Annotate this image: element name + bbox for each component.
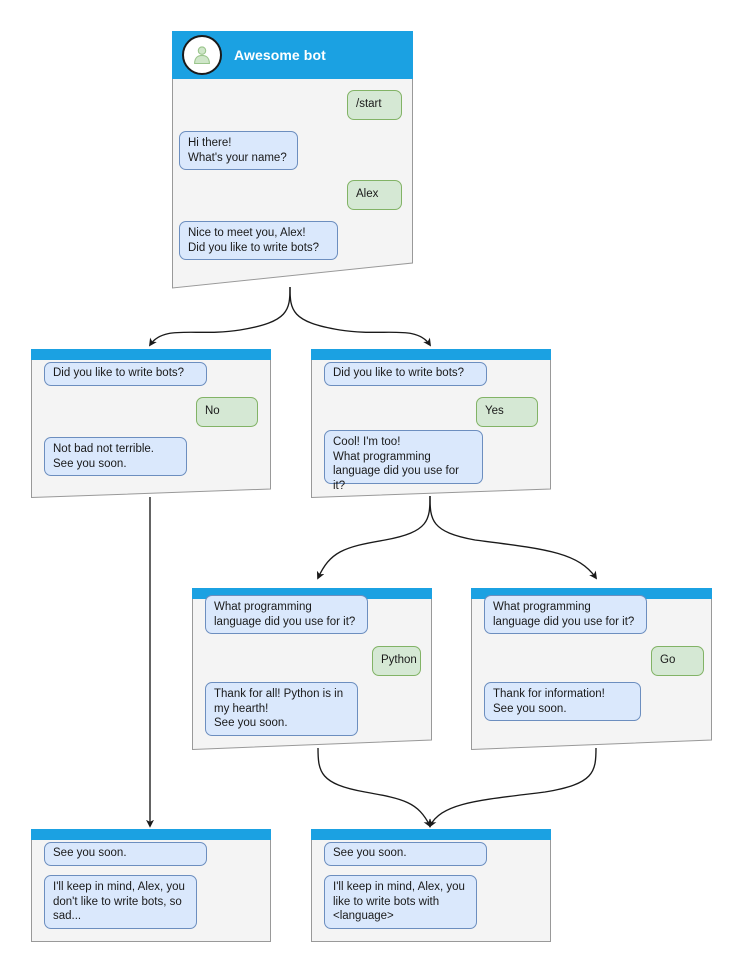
message-bubble: I'll keep in mind, Alex, you like to wri… [324, 875, 477, 929]
node-end-yes[interactable]: See you soon. I'll keep in mind, Alex, y… [311, 829, 551, 942]
message-bubble: Yes [476, 397, 538, 427]
node-answer-no-messages: Did you like to write bots? No Not bad n… [31, 349, 271, 498]
edge-python-to-end [317, 747, 431, 828]
node-start-header: Awesome bot [172, 31, 413, 79]
user-avatar-icon [182, 35, 222, 75]
message-bubble: See you soon. [44, 842, 207, 866]
node-end-no[interactable]: See you soon. I'll keep in mind, Alex, y… [31, 829, 271, 942]
message-bubble: Did you like to write bots? [44, 362, 207, 386]
node-lang-python[interactable]: What programming language did you use fo… [192, 588, 432, 750]
node-answer-yes-messages: Did you like to write bots? Yes Cool! I'… [311, 349, 551, 498]
message-bubble: Thank for information! See you soon. [484, 682, 641, 721]
node-lang-go-messages: What programming language did you use fo… [471, 588, 712, 750]
edge-yes-to-go [429, 495, 598, 580]
message-bubble: /start [347, 90, 402, 120]
message-bubble: What programming language did you use fo… [205, 595, 368, 634]
edge-go-to-end [429, 747, 597, 828]
message-bubble: Not bad not terrible. See you soon. [44, 437, 187, 476]
node-end-no-header [31, 829, 271, 840]
message-bubble: Python [372, 646, 421, 676]
message-bubble: Did you like to write bots? [324, 362, 487, 386]
node-lang-go[interactable]: What programming language did you use fo… [471, 588, 712, 750]
message-bubble: No [196, 397, 258, 427]
person-glyph-icon [194, 46, 210, 65]
message-bubble: Alex [347, 180, 402, 210]
message-bubble: I'll keep in mind, Alex, you don't like … [44, 875, 197, 929]
message-bubble: See you soon. [324, 842, 487, 866]
edge-start-to-no [148, 286, 291, 347]
node-lang-go-header [471, 588, 712, 599]
message-bubble: Go [651, 646, 704, 676]
node-answer-no[interactable]: Did you like to write bots? No Not bad n… [31, 349, 271, 498]
edge-start-to-yes [289, 286, 432, 347]
node-start-title: Awesome bot [234, 47, 326, 63]
node-start[interactable]: Awesome bot /start Hi there! What's your… [172, 31, 413, 289]
message-bubble: Cool! I'm too! What programming language… [324, 430, 483, 492]
node-lang-python-messages: What programming language did you use fo… [192, 588, 432, 750]
message-bubble: Hi there! What's your name? [179, 131, 298, 170]
message-bubble: What programming language did you use fo… [484, 595, 647, 634]
node-start-messages: /start Hi there! What's your name? Alex … [172, 31, 413, 289]
node-end-yes-header [311, 829, 551, 840]
edge-yes-to-python [316, 495, 431, 580]
message-bubble: Nice to meet you, Alex! Did you like to … [179, 221, 338, 260]
node-answer-no-header [31, 349, 271, 360]
node-end-no-messages: See you soon. I'll keep in mind, Alex, y… [31, 829, 271, 942]
node-answer-yes[interactable]: Did you like to write bots? Yes Cool! I'… [311, 349, 551, 498]
node-answer-yes-header [311, 349, 551, 360]
message-bubble: Thank for all! Python is in my hearth! S… [205, 682, 358, 736]
node-end-yes-messages: See you soon. I'll keep in mind, Alex, y… [311, 829, 551, 942]
node-lang-python-header [192, 588, 432, 599]
